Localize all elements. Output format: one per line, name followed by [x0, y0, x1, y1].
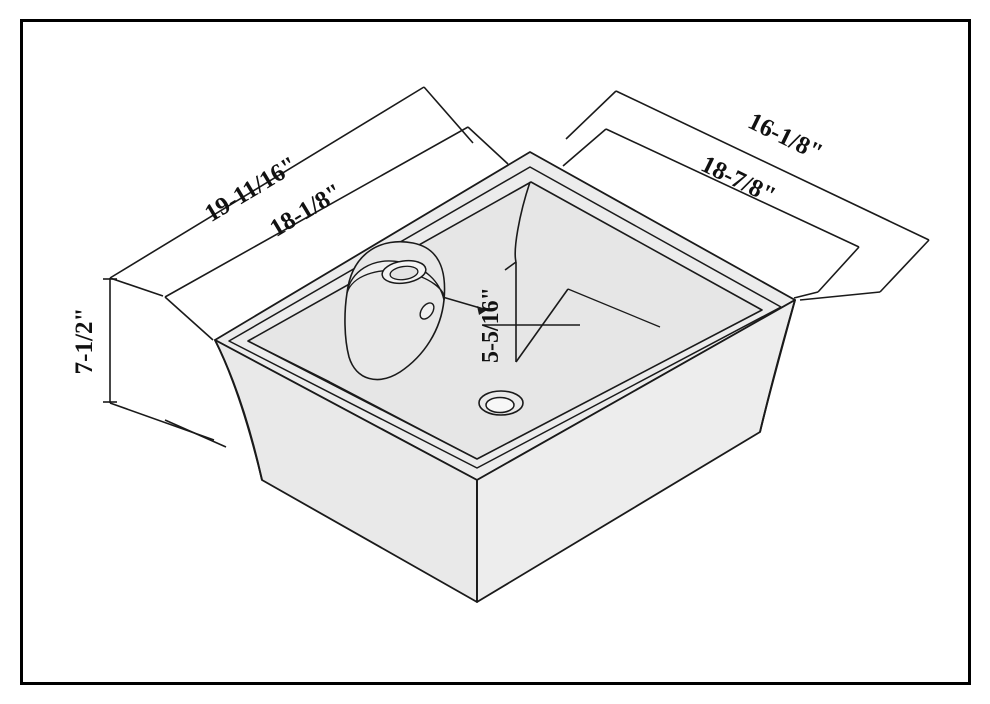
- outer-width-extension-upper: [423, 86, 474, 144]
- right-depth-dimension-group: [562, 90, 930, 301]
- inner-depth-dimension-label: 18-7/8": [697, 151, 780, 210]
- inner-depth-dim-line: [605, 128, 860, 248]
- basin-fold-right: [567, 288, 661, 328]
- inner-depth-extension-right: [817, 246, 860, 293]
- basin-depth-arrowhead: [477, 306, 487, 315]
- outer-width-dim-line: [109, 86, 425, 279]
- basin-fold-left: [247, 340, 331, 383]
- basin-depth-dimension-label: 5-5/16": [478, 287, 504, 363]
- height-dimension-group: [103, 278, 117, 403]
- inner-depth-extension-left: [562, 128, 607, 167]
- outer-depth-extension-left: [565, 90, 617, 140]
- faucet-side-hole: [419, 302, 435, 320]
- left-width-dimension-group: [109, 86, 509, 448]
- rim-offset-path: [228, 166, 782, 469]
- inner-width-extension-upper: [467, 126, 509, 165]
- outer-width-extension-lower: [109, 277, 164, 297]
- faucet-block: [344, 241, 446, 381]
- faucet-top-hole-inner: [389, 265, 419, 281]
- sink-rim-inner-outline: [228, 166, 782, 469]
- sheet-border: [20, 19, 971, 685]
- left-wall-concave-edge: [214, 339, 263, 481]
- drain-inner-ring: [485, 396, 515, 414]
- outer-depth-dim-line: [615, 90, 930, 241]
- depth-corner-guide-2: [793, 291, 819, 299]
- basin-bottom-edge-left: [329, 381, 478, 460]
- drain: [478, 390, 524, 416]
- section-cut-curve: [514, 181, 531, 263]
- depth-corner-guide: [799, 291, 881, 301]
- basin-interior: [247, 181, 763, 460]
- overall-height-dimension-label: 7-1/2": [71, 308, 98, 375]
- right-wall-concave-edge: [759, 299, 796, 433]
- inner-width-tick-lower: [164, 296, 214, 341]
- outer-depth-extension-right: [879, 239, 930, 293]
- width-lower-guide-2: [164, 419, 227, 448]
- inner-width-dim-line: [164, 126, 469, 298]
- section-cut-edge-left: [504, 261, 517, 271]
